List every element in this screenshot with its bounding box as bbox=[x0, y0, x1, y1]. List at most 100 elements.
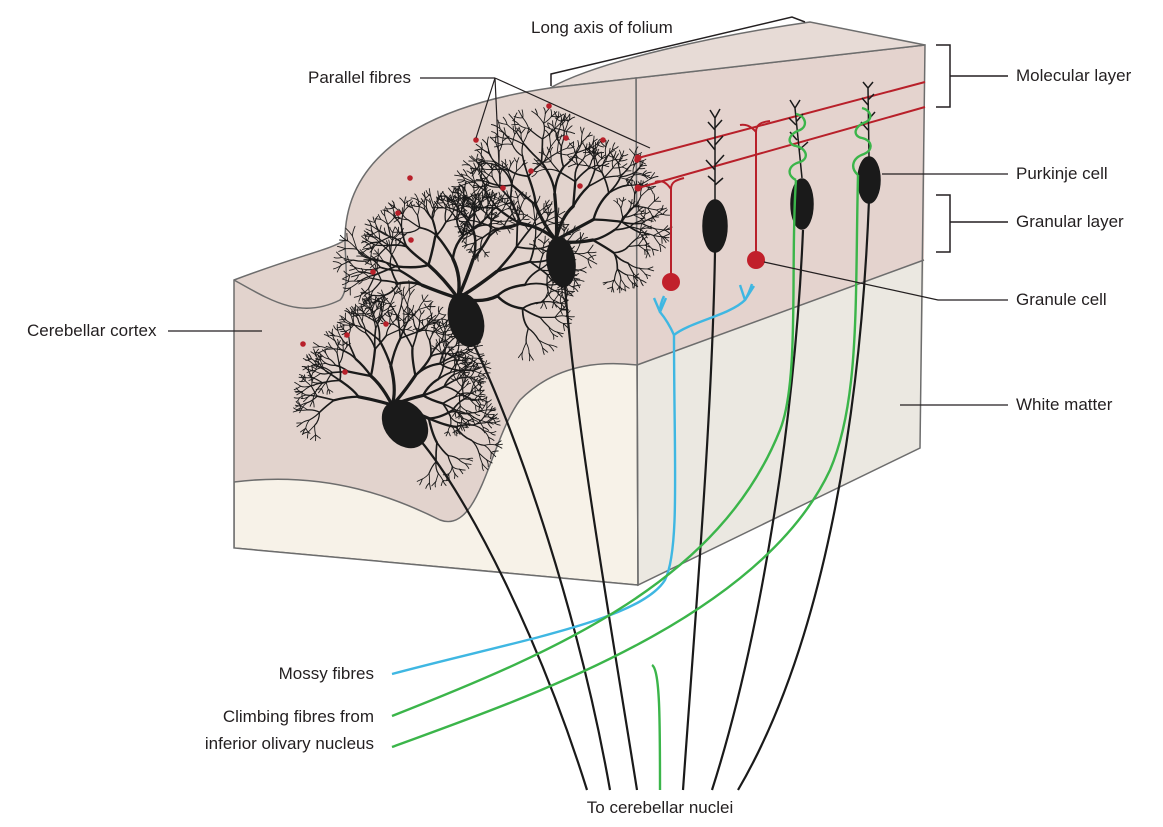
dendrite-branch bbox=[607, 184, 628, 194]
dendrite-branch bbox=[377, 237, 390, 247]
dendrite-branch bbox=[634, 204, 641, 208]
dendrite-branch bbox=[309, 434, 316, 440]
dendrite-branch bbox=[361, 297, 369, 302]
dendrite-branch bbox=[567, 163, 577, 168]
dendrite-branch bbox=[472, 251, 476, 258]
dendrite-branch bbox=[653, 230, 664, 236]
dendrite-branch bbox=[461, 237, 467, 243]
dendrite-branch bbox=[371, 229, 373, 238]
dendrite-branch bbox=[516, 206, 524, 215]
dendrite-branch bbox=[633, 214, 641, 219]
dendrite-branch bbox=[619, 278, 622, 287]
dendrite-branch bbox=[435, 473, 439, 483]
dendrite-branch bbox=[378, 231, 381, 244]
dendrite-branch bbox=[502, 201, 511, 209]
dendrite-branch bbox=[499, 128, 510, 139]
dendrite-branch bbox=[387, 217, 395, 225]
dendrite-branch bbox=[517, 191, 524, 199]
dendrite-branch bbox=[574, 164, 579, 183]
dendrite-branch bbox=[466, 248, 472, 251]
dendrite-branch bbox=[538, 163, 547, 170]
dendrite-branch bbox=[479, 393, 486, 396]
dendrite-branch bbox=[612, 245, 630, 254]
dendrite-branch bbox=[543, 238, 550, 245]
dendrite-branch bbox=[293, 407, 300, 411]
dendrite-branch bbox=[307, 369, 313, 378]
dendrite-branch bbox=[556, 141, 559, 154]
label-granular-layer: Granular layer bbox=[1016, 212, 1124, 231]
dendrite-branch bbox=[399, 329, 423, 340]
dendrite-branch bbox=[367, 219, 372, 226]
dendrite-branch bbox=[398, 233, 407, 236]
dendrite-branch bbox=[479, 182, 490, 195]
dendrite-branch bbox=[441, 346, 447, 354]
dendrite-branch bbox=[464, 463, 470, 470]
dendrite-branch bbox=[366, 266, 381, 271]
dendrite-branch bbox=[305, 394, 318, 397]
dendrite-branch bbox=[423, 202, 427, 211]
dendrite-branch bbox=[542, 347, 549, 353]
dendrite-branch bbox=[508, 113, 515, 121]
dendritic-tree-3 bbox=[447, 107, 673, 294]
dendrite-branch bbox=[581, 132, 583, 143]
dendrite-branch bbox=[470, 222, 482, 231]
dendrite-branch bbox=[456, 170, 463, 177]
dendrite-branch bbox=[596, 143, 605, 148]
dendrite-branch bbox=[346, 232, 349, 242]
dendrite-branch bbox=[355, 305, 362, 311]
dendrite-branch bbox=[461, 226, 466, 232]
dendrite-branch bbox=[458, 468, 464, 475]
dendrite-branch bbox=[403, 294, 409, 306]
dendrite-branch bbox=[620, 154, 629, 157]
dendrite-branch bbox=[470, 378, 476, 387]
dendrite-branch bbox=[372, 307, 378, 318]
dendrite-branch bbox=[519, 221, 558, 242]
dendrite-branch bbox=[494, 440, 502, 446]
dendrite-branch bbox=[458, 458, 466, 465]
dendrite-branch bbox=[533, 239, 537, 247]
layer-brackets bbox=[936, 44, 1008, 253]
dendrite-branch bbox=[474, 399, 480, 406]
dendrite-branch bbox=[534, 108, 538, 116]
dendrite-branch bbox=[361, 247, 369, 250]
dendrite-branch bbox=[468, 227, 473, 235]
dendrite-branch bbox=[556, 331, 563, 338]
dendrite-branch bbox=[403, 331, 414, 349]
label-parallel-fibres: Parallel fibres bbox=[308, 68, 411, 87]
dendrite-branch bbox=[379, 242, 392, 254]
dendrite-branch bbox=[451, 185, 462, 188]
dendrite-branch bbox=[318, 399, 335, 414]
dendrite-branch bbox=[571, 286, 579, 292]
dendrite-branch bbox=[515, 222, 519, 248]
dendrite-branch bbox=[480, 402, 487, 412]
dendrite-branch bbox=[388, 239, 390, 247]
granule-cell-1 bbox=[662, 273, 680, 291]
dendrite-branch bbox=[593, 148, 597, 158]
dendrite-branch bbox=[526, 128, 533, 135]
dendrite-branch bbox=[387, 223, 392, 238]
dendrite-branch bbox=[353, 294, 362, 298]
dendrite-branch bbox=[521, 301, 542, 310]
dendrite-branch bbox=[612, 166, 623, 169]
dendrite-branch bbox=[342, 339, 344, 346]
side-grey-matter bbox=[636, 45, 925, 365]
dendrite-branch bbox=[637, 244, 645, 251]
dendrite-branch bbox=[525, 327, 529, 344]
dendrite-branch bbox=[589, 152, 597, 161]
dendrite-branch bbox=[466, 349, 473, 354]
dendrite-branch bbox=[465, 355, 470, 362]
dendrite-branch bbox=[462, 377, 467, 388]
dendrite-branch bbox=[471, 235, 490, 261]
dendrite-branch bbox=[473, 197, 476, 205]
dendrite-branch bbox=[347, 240, 358, 250]
dendrite-branch bbox=[645, 242, 648, 253]
dendrite-branch bbox=[312, 381, 319, 384]
dendrite-branch bbox=[362, 277, 371, 282]
dendrite-branch bbox=[477, 382, 484, 386]
dendrite-branch bbox=[307, 395, 318, 403]
dendrite-branch bbox=[490, 432, 496, 436]
dendrite-branch bbox=[662, 213, 671, 216]
dendrite-branch bbox=[511, 123, 520, 126]
dendrite-branch bbox=[491, 165, 497, 170]
dendrite-branch bbox=[463, 210, 466, 216]
